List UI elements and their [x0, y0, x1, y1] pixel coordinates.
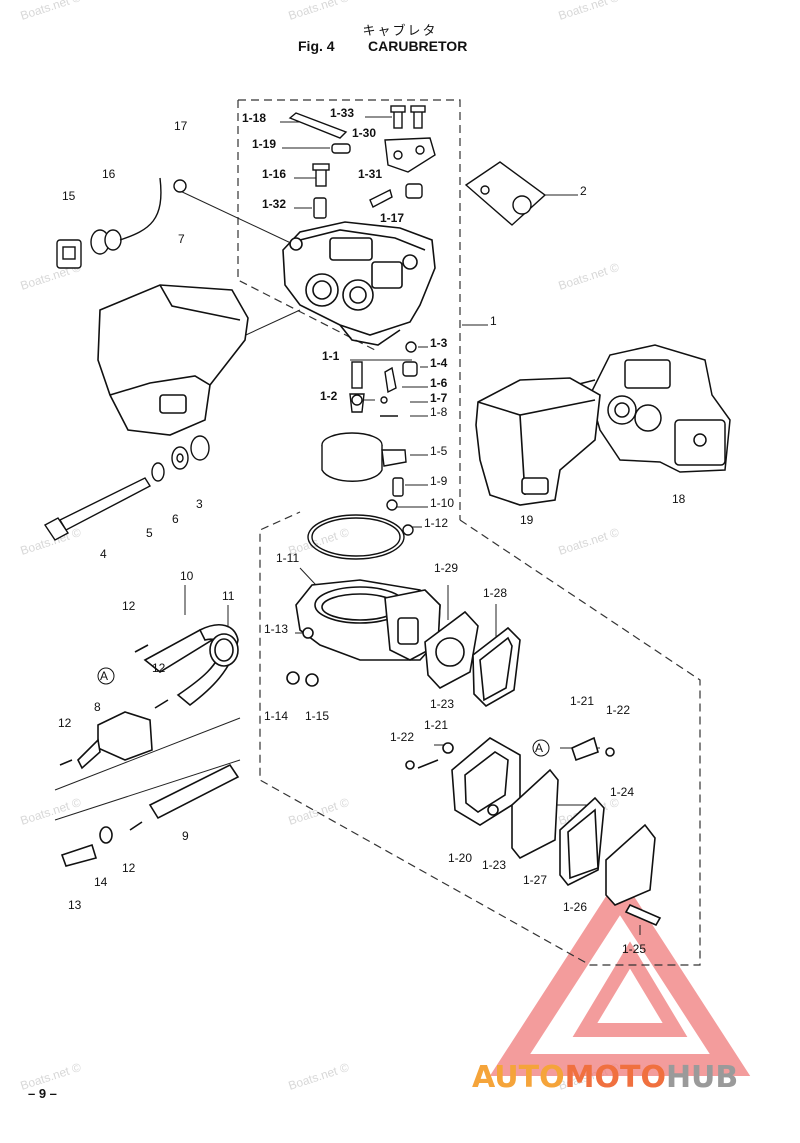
callout-a: A	[100, 669, 108, 683]
callout-1-22: 1-22	[606, 703, 630, 717]
callout-1-25: 1-25	[622, 942, 646, 956]
watermark: Boats.net ©	[557, 260, 621, 293]
callout-a: A	[535, 741, 543, 755]
callout-1-11: 1-11	[276, 551, 299, 565]
callout-1-23: 1-23	[482, 858, 506, 872]
callout-2: 2	[580, 184, 587, 198]
callout-12: 12	[122, 599, 136, 613]
silencer-cover-7	[97, 284, 249, 436]
needle-valve-parts	[307, 341, 418, 560]
callout-14: 14	[94, 875, 108, 889]
callout-1-4: 1-4	[430, 356, 448, 370]
callout-1-29: 1-29	[434, 561, 458, 575]
site-logo: AUTOMOTOHUB	[472, 1060, 738, 1095]
reference-circle-a	[97, 667, 115, 685]
carburetor-assembly-18	[574, 344, 731, 473]
callout-3: 3	[196, 497, 203, 511]
callout-5: 5	[146, 526, 153, 540]
logo-triangle	[489, 874, 751, 1076]
callout-1-22: 1-22	[390, 730, 414, 744]
callout-1-21: 1-21	[570, 694, 594, 708]
callout-1-18: 1-18	[242, 111, 266, 125]
callout-1-30: 1-30	[352, 126, 376, 140]
watermark: Boats.net ©	[557, 0, 621, 23]
assembly-boundary	[237, 99, 701, 966]
fuel-hose-parts	[59, 624, 240, 867]
callout-13: 13	[68, 898, 82, 912]
callout-labels: 1-331-181-301-191-311-161-171-3221716157…	[58, 106, 686, 956]
callout-1-32: 1-32	[262, 197, 286, 211]
callout-1-20: 1-20	[448, 851, 472, 865]
choke-knob-parts	[56, 177, 187, 269]
callout-1-12: 1-12	[424, 516, 448, 530]
callout-8: 8	[94, 700, 101, 714]
callout-15: 15	[62, 189, 76, 203]
callout-1-21: 1-21	[424, 718, 448, 732]
watermark: Boats.net ©	[19, 0, 83, 23]
callout-1-19: 1-19	[252, 137, 276, 151]
callout-1-28: 1-28	[483, 586, 507, 600]
callout-1: 1	[490, 314, 497, 328]
callout-12: 12	[152, 661, 166, 675]
callout-6: 6	[172, 512, 179, 526]
callout-1-6: 1-6	[430, 376, 448, 390]
watermark: Boats.net ©	[19, 795, 83, 828]
fuel-pump-parts	[405, 736, 662, 927]
figure-name: CARUBRETOR	[368, 38, 468, 54]
figure-number: Fig. 4	[298, 38, 335, 54]
watermark: Boats.net ©	[287, 1060, 351, 1093]
callout-12: 12	[122, 861, 136, 875]
callout-1-8: 1-8	[430, 405, 448, 419]
callout-1-14: 1-14	[264, 709, 288, 723]
callout-1-9: 1-9	[430, 474, 448, 488]
callout-1-23: 1-23	[430, 697, 454, 711]
silencer-19	[475, 377, 601, 506]
bolt-4-assembly	[43, 435, 210, 541]
watermark: Boats.net ©	[557, 525, 621, 558]
callout-1-17: 1-17	[380, 211, 404, 225]
callout-1-16: 1-16	[262, 167, 286, 181]
watermark: Boats.net ©	[287, 0, 351, 23]
callout-1-7: 1-7	[430, 391, 448, 405]
callout-16: 16	[102, 167, 116, 181]
carb-small-parts	[288, 105, 547, 226]
gaskets-1-28-1-29	[424, 610, 521, 707]
callout-11: 11	[222, 589, 235, 603]
callout-7: 7	[178, 232, 185, 246]
callout-9: 9	[182, 829, 189, 843]
callout-1-15: 1-15	[305, 709, 329, 723]
callout-10: 10	[180, 569, 194, 583]
callout-1-33: 1-33	[330, 106, 354, 120]
callout-12: 12	[58, 716, 72, 730]
callout-1-5: 1-5	[430, 444, 448, 458]
logo-auto: AUTO	[472, 1060, 565, 1095]
page-number: – 9 –	[28, 1086, 57, 1101]
callout-1-24: 1-24	[610, 785, 634, 799]
callout-1-13: 1-13	[264, 622, 288, 636]
logo-hub: HUB	[665, 1060, 739, 1095]
reference-circle-a	[532, 739, 550, 757]
callout-1-10: 1-10	[430, 496, 454, 510]
callout-18: 18	[672, 492, 686, 506]
logo-moto: MOTO	[564, 1060, 666, 1095]
float-chamber-1-11	[286, 579, 441, 687]
callout-4: 4	[100, 547, 107, 561]
callout-1-27: 1-27	[523, 873, 547, 887]
callout-1-3: 1-3	[430, 336, 448, 350]
callout-17: 17	[174, 119, 188, 133]
title-japanese: キャブレタ	[362, 24, 438, 39]
carburetor-body-1	[282, 221, 436, 346]
callout-19: 19	[520, 513, 534, 527]
callout-1-1: 1-1	[322, 349, 340, 363]
callout-1-2: 1-2	[320, 389, 338, 403]
callout-1-31: 1-31	[358, 167, 382, 181]
callout-1-26: 1-26	[563, 900, 587, 914]
